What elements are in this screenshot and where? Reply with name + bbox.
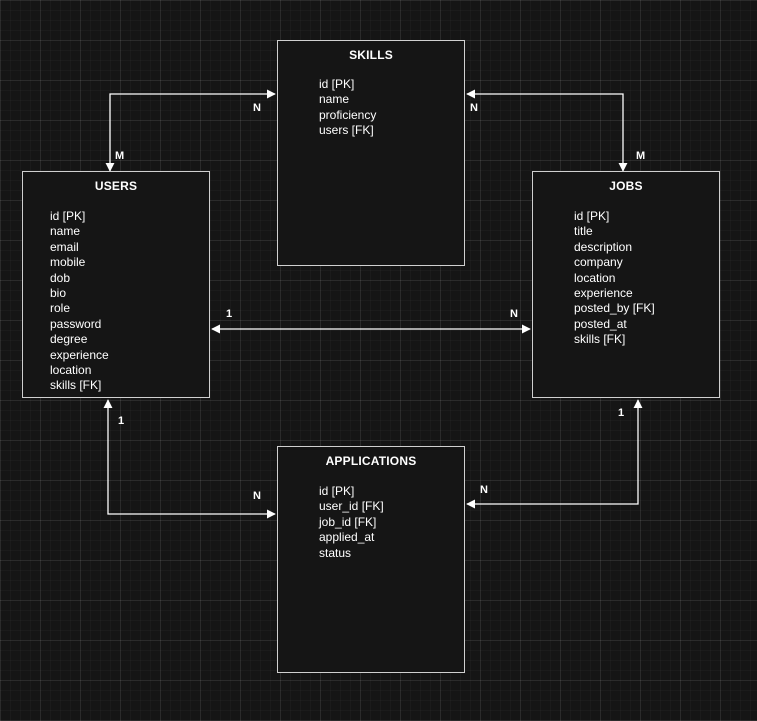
users-entity[interactable]: USERS id [PK] name email mobile dob bio … — [22, 171, 210, 398]
applications-entity[interactable]: APPLICATIONS id [PK] user_id [FK] job_id… — [277, 446, 465, 673]
jobs-attr-posted-by: posted_by [FK] — [574, 301, 655, 316]
jobs-attr-description: description — [574, 239, 633, 254]
users-skills-to-cardinality: N — [253, 102, 261, 114]
jobs-skills-from-cardinality: M — [636, 150, 646, 162]
users-title: USERS — [94, 179, 138, 193]
users-attr-role: role — [50, 301, 71, 316]
jobs-applications-to-cardinality: N — [480, 484, 488, 496]
applications-attr-applied-at: applied_at — [319, 530, 375, 545]
jobs-title: JOBS — [609, 179, 643, 193]
jobs-skills-to-cardinality: N — [470, 102, 478, 114]
applications-attributes: id [PK] user_id [FK] job_id [FK] applied… — [319, 484, 384, 561]
skills-attr-users: users [FK] — [319, 123, 374, 138]
skills-attr-id: id [PK] — [319, 77, 355, 91]
users-attr-name: name — [50, 224, 81, 239]
applications-attr-job-id: job_id [FK] — [319, 514, 377, 529]
jobs-attr-location: location — [574, 270, 616, 285]
jobs-attributes: id [PK] title description company locati… — [574, 209, 655, 348]
users-attr-mobile: mobile — [50, 255, 86, 270]
users-applications-from-cardinality: 1 — [118, 415, 125, 427]
users-jobs-to-cardinality: N — [510, 308, 518, 320]
users-attr-dob: dob — [50, 270, 71, 285]
users-skills-connector[interactable] — [105, 89, 276, 172]
users-attr-degree: degree — [50, 332, 88, 347]
jobs-entity[interactable]: JOBS id [PK] title description company l… — [532, 171, 720, 398]
applications-title: APPLICATIONS — [325, 454, 417, 468]
skills-entity[interactable]: SKILLS id [PK] name proficiency users [F… — [277, 40, 465, 266]
users-jobs-from-cardinality: 1 — [226, 308, 233, 320]
jobs-applications-connector[interactable] — [466, 399, 643, 509]
users-attr-location: location — [50, 363, 92, 378]
users-applications-connector[interactable] — [103, 399, 276, 519]
applications-attr-status: status — [319, 545, 352, 560]
skills-attributes: id [PK] name proficiency users [FK] — [319, 77, 376, 139]
jobs-skills-connector[interactable] — [466, 89, 628, 172]
users-attributes: id [PK] name email mobile dob bio role p… — [50, 209, 109, 394]
skills-attr-name: name — [319, 92, 350, 107]
users-attr-email: email — [50, 239, 79, 254]
users-skills-from-cardinality: M — [115, 150, 125, 162]
users-attr-id: id [PK] — [50, 209, 86, 223]
users-attr-bio: bio — [50, 286, 67, 301]
jobs-attr-skills: skills [FK] — [574, 332, 626, 347]
skills-title: SKILLS — [349, 48, 393, 62]
skills-attr-proficiency: proficiency — [319, 107, 377, 122]
users-attr-skills: skills [FK] — [50, 378, 102, 393]
jobs-attr-id: id [PK] — [574, 209, 610, 223]
jobs-attr-posted-at: posted_at — [574, 316, 627, 331]
users-attr-experience: experience — [50, 347, 109, 362]
users-attr-password: password — [50, 316, 102, 331]
jobs-attr-experience: experience — [574, 286, 633, 301]
jobs-attr-title: title — [574, 224, 593, 239]
applications-attr-id: id [PK] — [319, 484, 355, 498]
applications-attr-user-id: user_id [FK] — [319, 499, 384, 514]
jobs-applications-from-cardinality: 1 — [618, 407, 625, 419]
jobs-attr-company: company — [574, 255, 623, 270]
users-applications-to-cardinality: N — [253, 490, 261, 502]
